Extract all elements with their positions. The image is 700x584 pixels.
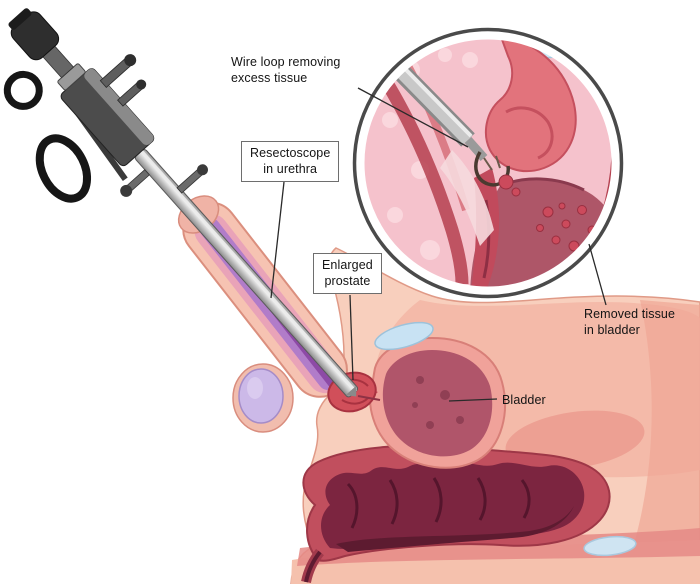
pubic-bone-shape	[374, 321, 434, 351]
pointer-enlarged-prostate	[349, 294, 354, 381]
coccyx-bone-shape	[583, 535, 637, 557]
rectum-shape	[301, 444, 611, 584]
prostatic-urethra-line	[357, 395, 381, 401]
label-bladder: Bladder	[502, 393, 546, 407]
testicle-shape	[232, 363, 294, 433]
removed-tissue-chips	[498, 174, 597, 260]
pointer-resectoscope	[270, 181, 285, 299]
label-removed-tissue: Removed tissue in bladder	[584, 307, 676, 338]
scope-tip	[345, 385, 357, 397]
pointer-wire-loop	[357, 87, 469, 148]
inset-light-gap	[440, 150, 494, 246]
label-enlarged-prostate: Enlarged prostate	[313, 253, 382, 294]
inset-prostate-lobe	[484, 36, 577, 173]
thumb-ring-handle	[3, 70, 43, 110]
posterior-tissue-band	[620, 300, 700, 584]
pointer-removed-tissue	[588, 243, 607, 306]
bladder-texture-dots	[412, 376, 464, 429]
inset-magnified-view	[352, 27, 624, 299]
label-resectoscope: Resectoscope in urethra	[241, 141, 340, 182]
resectoscope-instrument	[3, 8, 359, 398]
label-wire-loop: Wire loop removing excess tissue	[231, 55, 341, 86]
pointer-lines	[270, 87, 607, 402]
finger-loop-handle	[35, 134, 92, 203]
pointer-bladder	[448, 398, 498, 402]
